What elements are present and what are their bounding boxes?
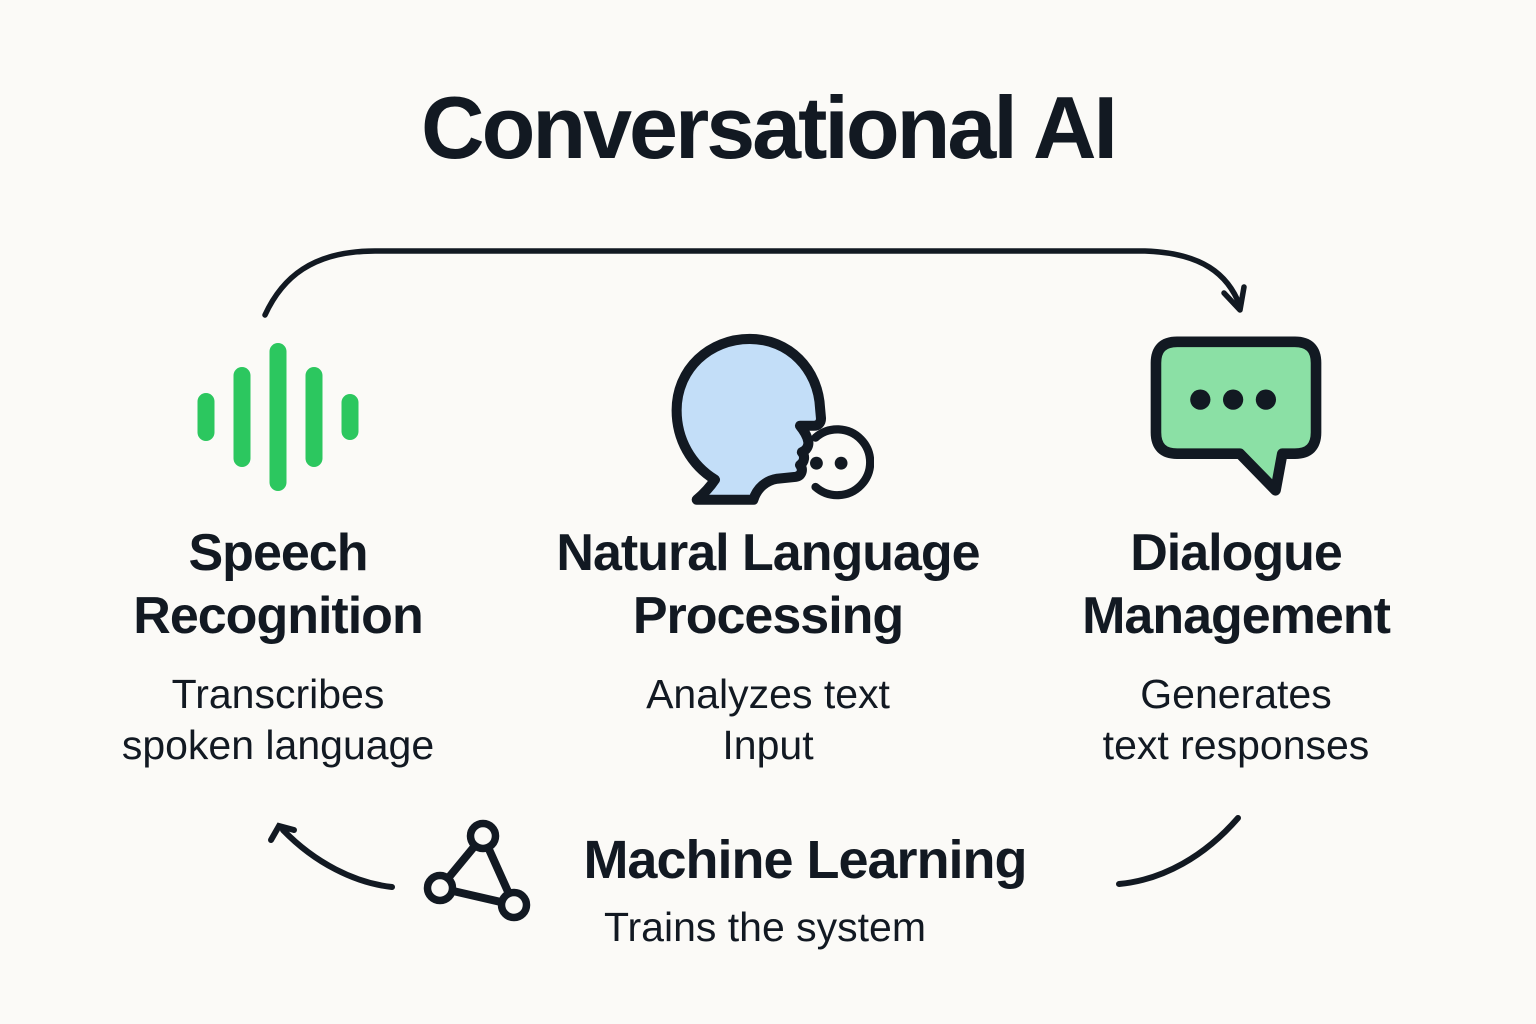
speech-recognition-title: Speech Recognition — [133, 524, 423, 646]
dialogue-icon-zone — [1006, 322, 1466, 512]
dialogue-description: Generates text responses — [1102, 670, 1370, 769]
flow-curve-bottom-right — [1116, 815, 1241, 887]
nlp-description: Analyzes text Input — [646, 670, 890, 769]
flow-arrow-top — [262, 248, 1247, 318]
network-icon — [423, 819, 531, 922]
waveform-icon — [197, 343, 359, 491]
machine-learning-description: Trains the system — [603, 904, 926, 950]
speaking-head-icon — [671, 333, 874, 505]
speech-recognition-icon-zone — [48, 322, 508, 512]
chat-bubble-icon — [1150, 336, 1322, 496]
column-dialogue-management: Dialogue Management Generates text respo… — [1006, 322, 1466, 771]
dialogue-title: Dialogue Management — [1082, 524, 1391, 646]
nlp-icon-zone — [538, 322, 998, 512]
flow-arrow-bottom-left — [268, 822, 395, 890]
machine-learning-title: Machine Learning — [583, 830, 1027, 890]
column-natural-language-processing: Natural Language Processing Analyzes tex… — [538, 322, 998, 771]
page-title: Conversational AI — [421, 78, 1118, 177]
nlp-title: Natural Language Processing — [556, 524, 980, 646]
column-speech-recognition: Speech Recognition Transcribes spoken la… — [48, 322, 508, 771]
speech-recognition-description: Transcribes spoken language — [121, 670, 435, 769]
